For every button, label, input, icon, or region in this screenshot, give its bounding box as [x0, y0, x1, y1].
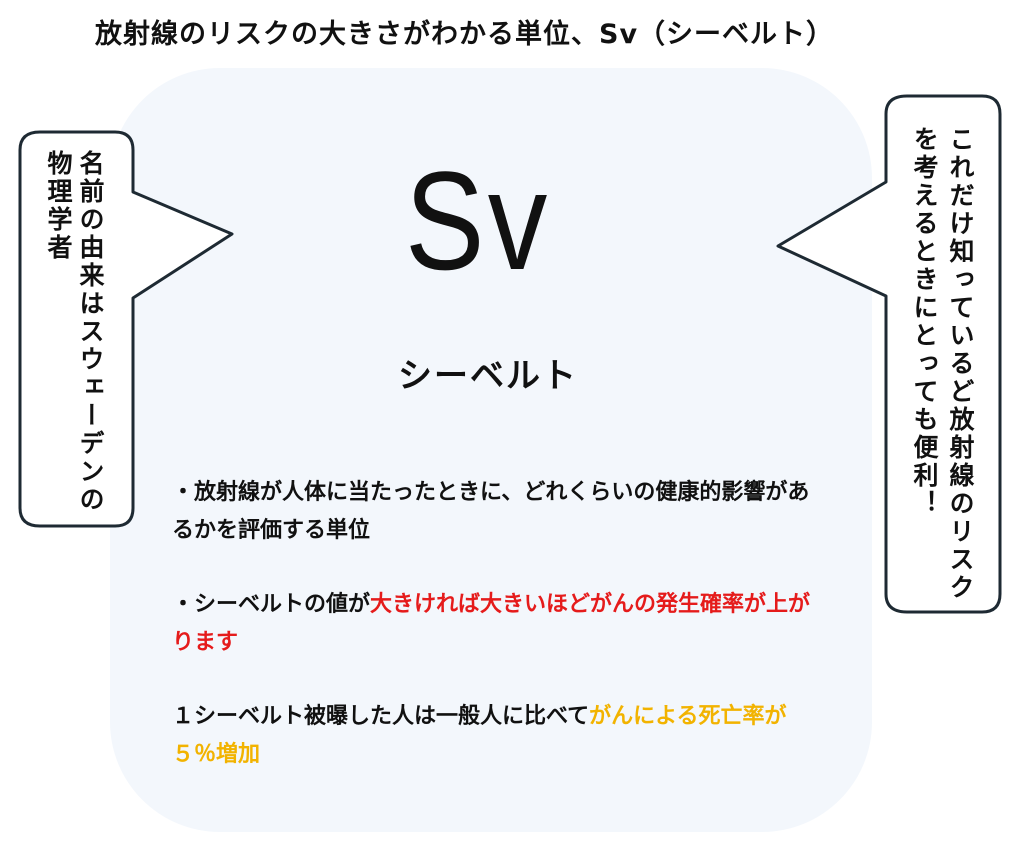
point-cancer-risk: ・シーベルトの値が大きければ大きいほどがんの発生確率が上がります — [172, 586, 822, 662]
point-definition: ・放射線が人体に当たったときに、どれくらいの健康的影響があるかを評価する単位 — [172, 474, 822, 550]
left-bubble-text-line2: 物理学者 — [44, 150, 73, 262]
point-definition-text: ・放射線が人体に当たったときに、どれくらいの健康的影響があるかを評価する単位 — [172, 480, 810, 543]
point-cancer-risk-text: ・シーベルトの値が — [172, 592, 371, 617]
point-mortality: １シーベルト被曝した人は一般人に比べてがんによる死亡率が５％増加 — [172, 698, 822, 774]
left-bubble-text-line1: 名前の由来はスウェーデンの — [76, 150, 105, 514]
right-speech-bubble — [776, 94, 1002, 614]
unit-name: シーベルト — [398, 356, 578, 396]
point-mortality-highlight: がんによる死亡率が５％増加 — [172, 704, 787, 767]
point-mortality-text: １シーベルト被曝した人は一般人に比べて — [172, 704, 590, 729]
unit-symbol: Sv — [405, 142, 551, 299]
main-panel — [110, 68, 872, 832]
right-bubble-text-line1: これだけ知っているど放射線のリスク — [946, 126, 975, 602]
page-title: 放射線のリスクの大きさがわかる単位、Sv（シーベルト） — [95, 19, 835, 50]
point-cancer-risk-highlight: 大きければ大きいほどがんの発生確率が上がります — [172, 592, 811, 655]
right-bubble-text-line2: を考えるときにとっても便利！ — [910, 126, 939, 518]
left-speech-bubble — [18, 130, 234, 528]
